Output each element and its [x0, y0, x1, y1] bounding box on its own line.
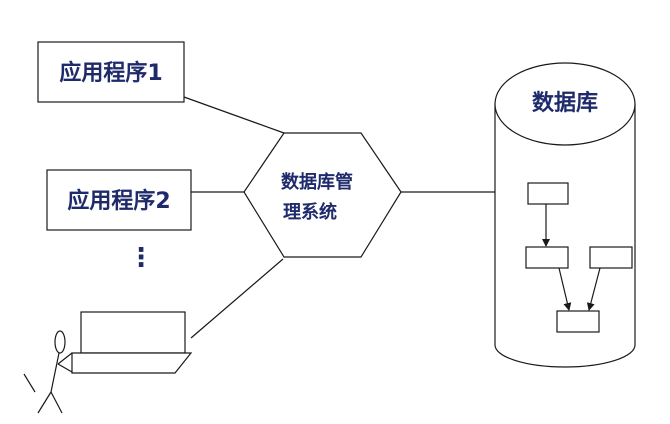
app1-box — [37, 41, 185, 103]
ellipsis-icon: ⋮ — [128, 243, 154, 273]
dbms-hexagon — [243, 132, 402, 258]
terminal-screen — [80, 311, 186, 354]
connector-terminal-dbms — [190, 258, 284, 339]
app2-box — [46, 169, 192, 231]
record-box-bottom — [556, 310, 600, 333]
database-label: 数据库 — [532, 90, 598, 116]
app2-label: 应用程序2 — [67, 188, 170, 214]
terminal-keyboard — [71, 352, 193, 374]
dbms-label-line2: 理系统 — [283, 201, 337, 223]
connector-app1-dbms — [183, 96, 285, 134]
user-figure — [23, 330, 73, 414]
app1-label: 应用程序1 — [59, 60, 162, 86]
record-box-mid-right — [589, 246, 633, 269]
dbms-label-line1: 数据库管 — [281, 171, 353, 193]
record-box-top — [527, 182, 569, 205]
database-cylinder — [494, 62, 636, 368]
arrow-right-to-bottom — [586, 267, 601, 311]
record-box-mid-left — [525, 246, 569, 269]
arrow-left-to-bottom — [558, 267, 572, 311]
